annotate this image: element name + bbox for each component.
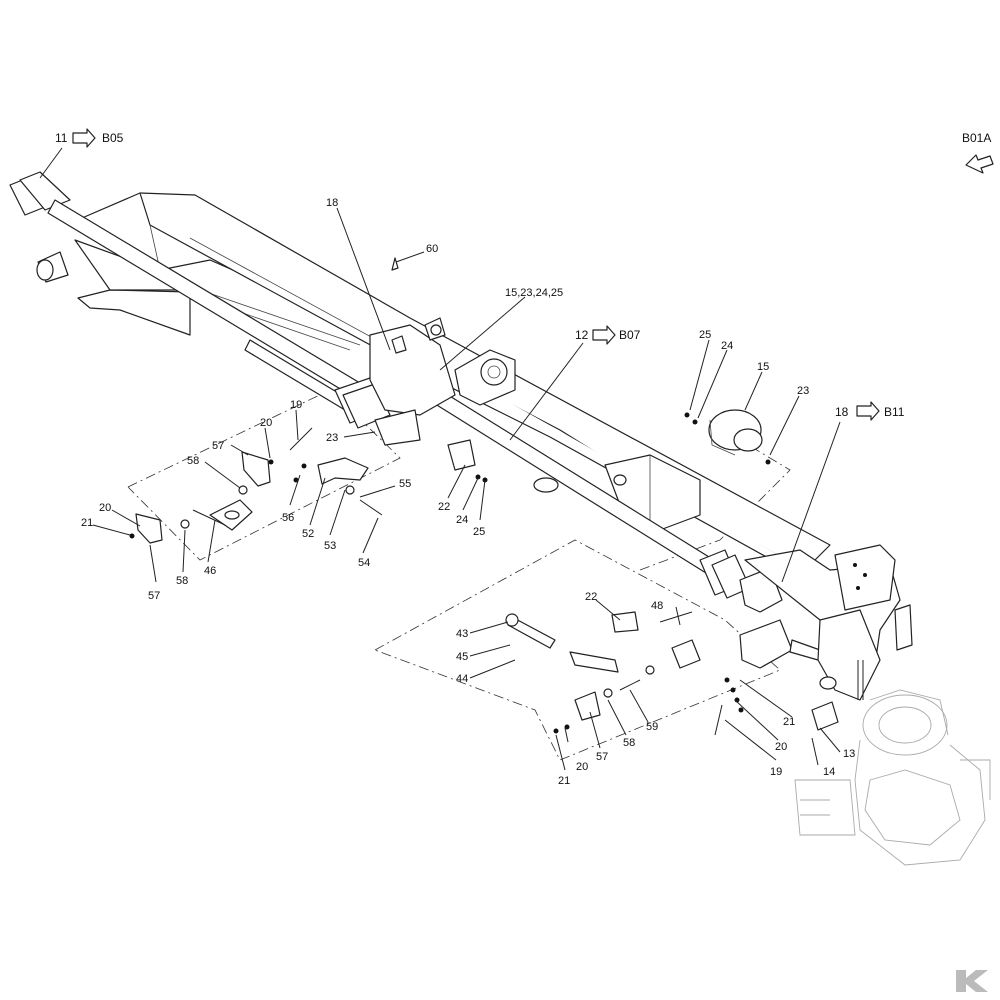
callout-52: 52 — [302, 528, 314, 540]
ref-number-18: 18 — [835, 405, 849, 419]
callout-22-lower: 22 — [585, 591, 597, 603]
callout-15-23-24-25: 15,23,24,25 — [505, 287, 563, 299]
arrow-icon — [592, 325, 616, 345]
callout-24: 24 — [721, 340, 733, 352]
ref-number-12: 12 — [575, 328, 589, 342]
callout-58: 58 — [187, 455, 199, 467]
callout-20-right: 20 — [775, 741, 787, 753]
callout-14: 14 — [823, 766, 835, 778]
callout-45: 45 — [456, 651, 468, 663]
callout-57: 57 — [212, 440, 224, 452]
callout-58-left: 58 — [176, 575, 188, 587]
corner-reference[interactable]: B01A — [962, 131, 994, 174]
callout-21-lower: 21 — [558, 775, 570, 787]
callout-20: 20 — [260, 417, 272, 429]
callout-57-left: 57 — [148, 590, 160, 602]
reference-callout-12[interactable]: 12 B07 — [509, 325, 641, 441]
callout-53: 53 — [324, 540, 336, 552]
left-hardware-parts — [135, 427, 476, 544]
callout-20-lower: 20 — [576, 761, 588, 773]
callout-25: 25 — [699, 329, 711, 341]
central-gearbox — [369, 317, 516, 446]
arrow-icon — [856, 401, 880, 421]
ghost-rotor-assembly — [794, 689, 991, 866]
lower-hardware-parts — [505, 611, 839, 736]
callout-44: 44 — [456, 673, 468, 685]
right-gearbox — [739, 544, 913, 701]
corner-ref-label: B01A — [962, 131, 991, 145]
callout-23: 23 — [797, 385, 809, 397]
callout-labels: 18 60 15,23,24,25 25 24 15 23 19 20 57 5… — [81, 197, 855, 787]
callout-48: 48 — [651, 600, 663, 612]
callout-19-right: 19 — [770, 766, 782, 778]
callout-59: 59 — [646, 721, 658, 733]
callout-19: 19 — [290, 399, 302, 411]
main-frame — [74, 192, 831, 571]
callout-13: 13 — [843, 748, 855, 760]
callout-21-left: 21 — [81, 517, 93, 529]
callout-21-right: 21 — [783, 716, 795, 728]
callout-55: 55 — [399, 478, 411, 490]
reference-callout-18[interactable]: 18 B11 — [781, 401, 905, 583]
arrow-icon — [965, 154, 994, 174]
drive-shaft-front — [9, 171, 391, 429]
callout-56: 56 — [282, 512, 294, 524]
ref-target-b07: B07 — [619, 328, 641, 342]
brand-logo — [956, 970, 988, 992]
callout-43: 43 — [456, 628, 468, 640]
reference-callout-11[interactable]: 11 B05 — [39, 128, 124, 179]
callout-57-lower: 57 — [596, 751, 608, 763]
callout-58-lower: 58 — [623, 737, 635, 749]
arrow-icon — [72, 128, 96, 148]
ref-number-11: 11 — [55, 131, 68, 145]
callout-18: 18 — [326, 197, 338, 209]
ref-target-b11: B11 — [884, 405, 905, 419]
callout-23-lower: 23 — [326, 432, 338, 444]
callout-46: 46 — [204, 565, 216, 577]
callout-60: 60 — [426, 243, 438, 255]
callout-24-mid: 24 — [456, 514, 468, 526]
callout-15: 15 — [757, 361, 769, 373]
pulley-part — [708, 409, 763, 456]
callout-22: 22 — [438, 501, 450, 513]
callout-20-left: 20 — [99, 502, 111, 514]
callout-25-mid: 25 — [473, 526, 485, 538]
callout-54: 54 — [358, 557, 370, 569]
ref-target-b05: B05 — [102, 131, 124, 145]
